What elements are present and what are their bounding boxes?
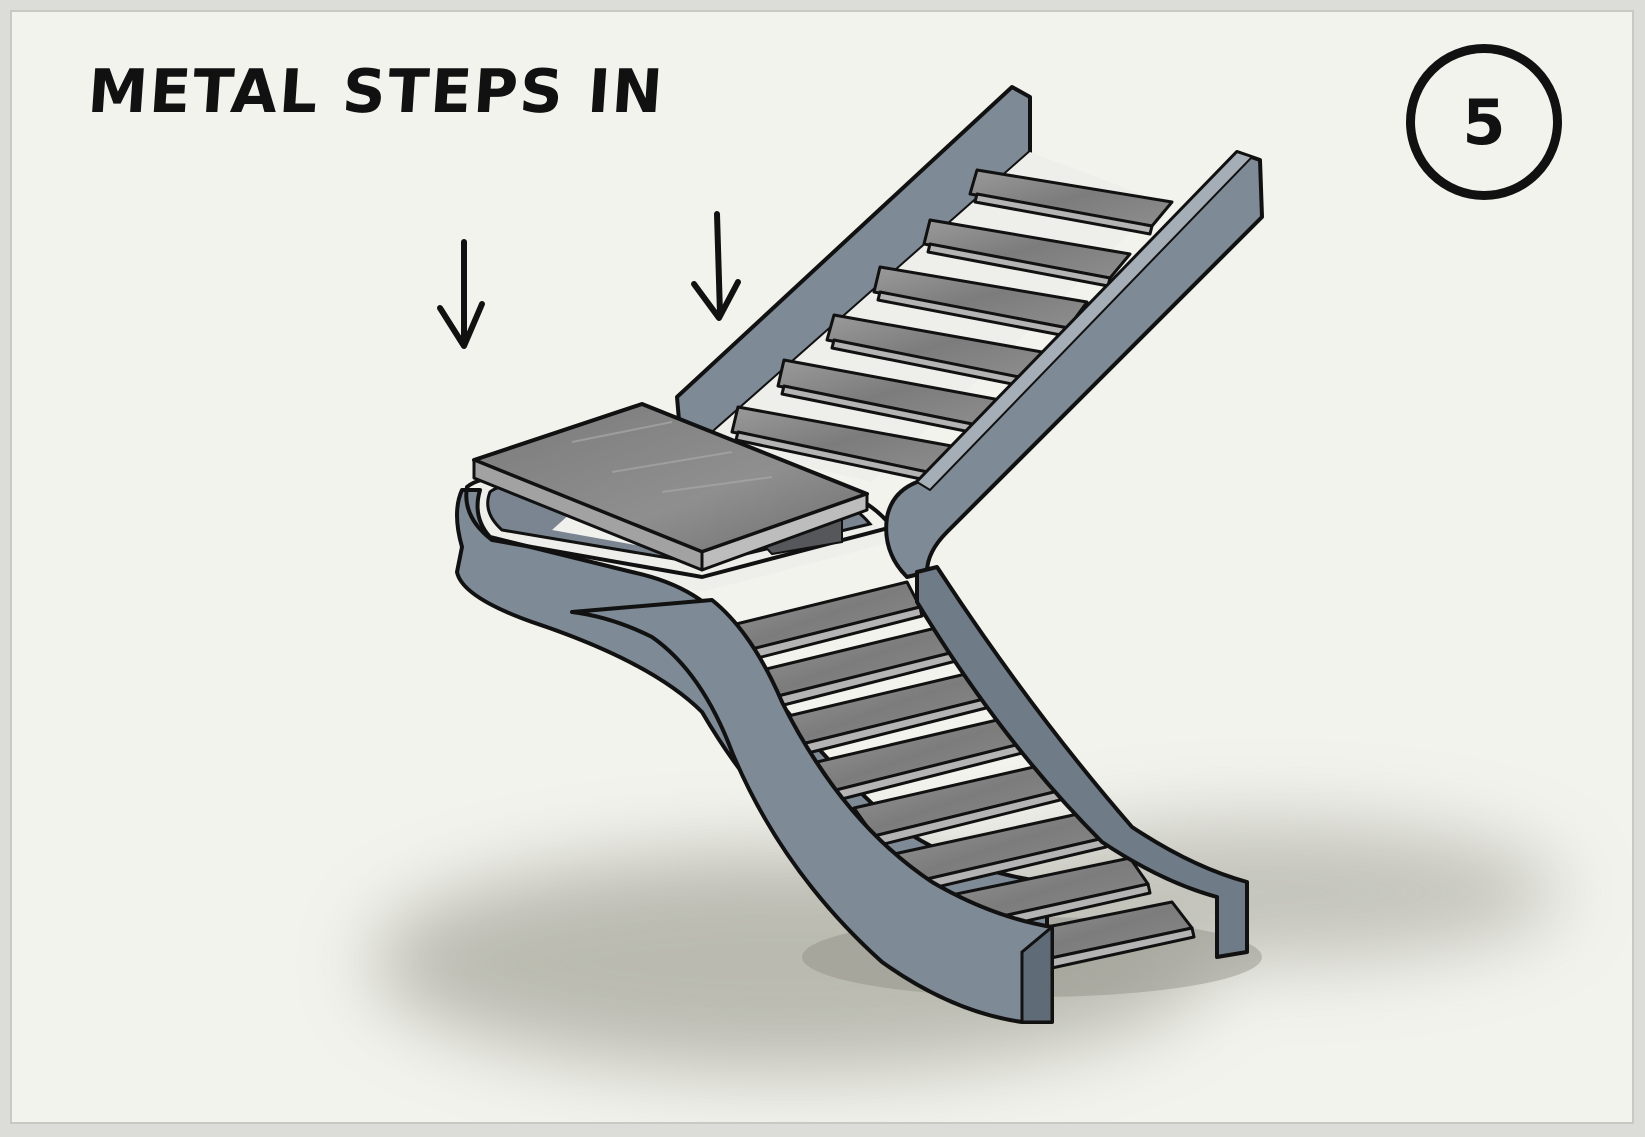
lower-left-stringer	[570, 598, 1054, 1024]
upper-treads	[730, 168, 1174, 484]
down-arrow-icon	[691, 211, 741, 321]
illustration-sheet: METAL STEPS IN 5	[10, 10, 1634, 1124]
landing-plate	[472, 402, 869, 572]
page-title: METAL STEPS IN	[85, 57, 667, 127]
step-number-badge: 5	[1406, 44, 1562, 200]
step-number: 5	[1462, 85, 1506, 159]
upper-right-stringer	[884, 150, 1264, 579]
down-arrow-icon	[437, 239, 485, 349]
staircase-illustration	[372, 85, 1562, 1072]
lower-right-stringer	[915, 565, 1249, 959]
